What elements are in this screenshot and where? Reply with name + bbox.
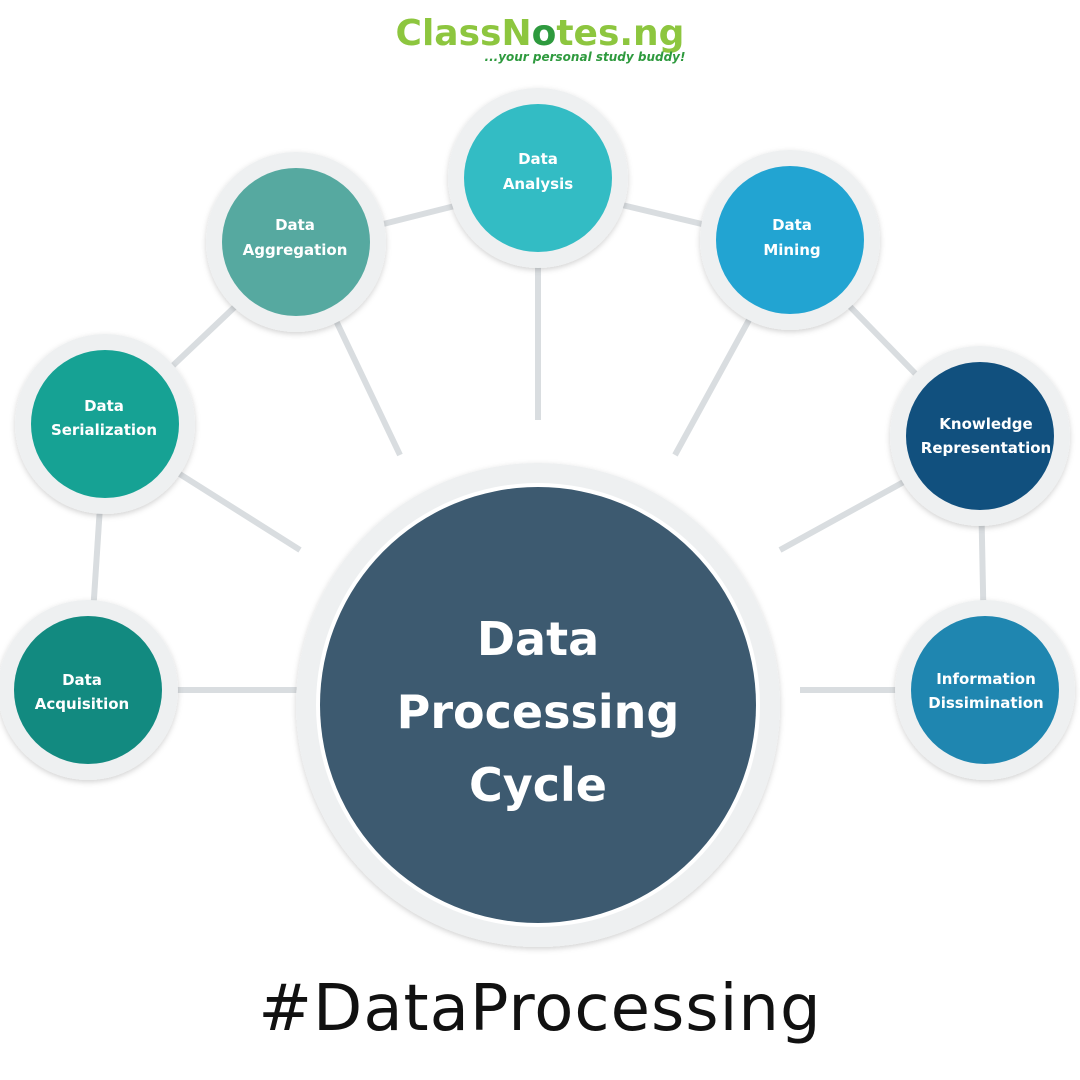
brand-name-o: o bbox=[531, 13, 557, 54]
center-circle bbox=[320, 487, 756, 923]
node-serialization-line1: Data bbox=[84, 397, 124, 415]
node-analysis-line2: Analysis bbox=[503, 175, 573, 193]
node-information-line1: Information bbox=[936, 670, 1036, 688]
node-analysis-circle bbox=[464, 104, 612, 252]
node-analysis-line1: Data bbox=[518, 150, 558, 168]
hashtag-caption: #DataProcessing bbox=[258, 972, 822, 1046]
node-serialization-line2: Serialization bbox=[51, 421, 157, 439]
node-mining-line2: Mining bbox=[763, 241, 820, 259]
node-acquisition-circle bbox=[14, 616, 162, 764]
node-knowledge-circle bbox=[906, 362, 1054, 510]
node-information: Information Dissimination bbox=[895, 600, 1075, 780]
brand-name-prefix: ClassN bbox=[395, 13, 532, 54]
node-mining-circle bbox=[716, 166, 864, 314]
node-acquisition: Data Acquisition bbox=[0, 600, 178, 780]
node-information-line2: Dissimination bbox=[928, 694, 1043, 712]
node-analysis: Data Analysis bbox=[448, 88, 628, 268]
node-mining-line1: Data bbox=[772, 216, 812, 234]
center-label-line1: Data bbox=[477, 612, 599, 666]
node-aggregation-line2: Aggregation bbox=[243, 241, 348, 259]
brand-tagline: ...your personal study buddy! bbox=[484, 50, 686, 64]
node-serialization-circle bbox=[31, 350, 179, 498]
node-knowledge-line2: Representation bbox=[921, 439, 1051, 457]
brand-logo: ClassNotes.ng ...your personal study bud… bbox=[0, 8, 1080, 64]
node-mining: Data Mining bbox=[700, 150, 880, 330]
node-aggregation-circle bbox=[222, 168, 370, 316]
center-node: Data Processing Cycle bbox=[296, 463, 780, 947]
node-information-circle bbox=[911, 616, 1059, 764]
node-aggregation: Data Aggregation bbox=[206, 152, 386, 332]
center-label-line2: Processing bbox=[397, 685, 680, 739]
node-acquisition-line1: Data bbox=[62, 671, 102, 689]
node-acquisition-line2: Acquisition bbox=[35, 695, 129, 713]
node-knowledge-line1: Knowledge bbox=[939, 415, 1032, 433]
brand-name: ClassNotes.ng bbox=[0, 8, 1080, 60]
center-label-line3: Cycle bbox=[469, 758, 607, 812]
node-knowledge: Knowledge Representation bbox=[890, 346, 1070, 526]
node-aggregation-line1: Data bbox=[275, 216, 315, 234]
brand-name-suffix: tes.ng bbox=[556, 13, 685, 54]
node-serialization: Data Serialization bbox=[15, 334, 195, 514]
